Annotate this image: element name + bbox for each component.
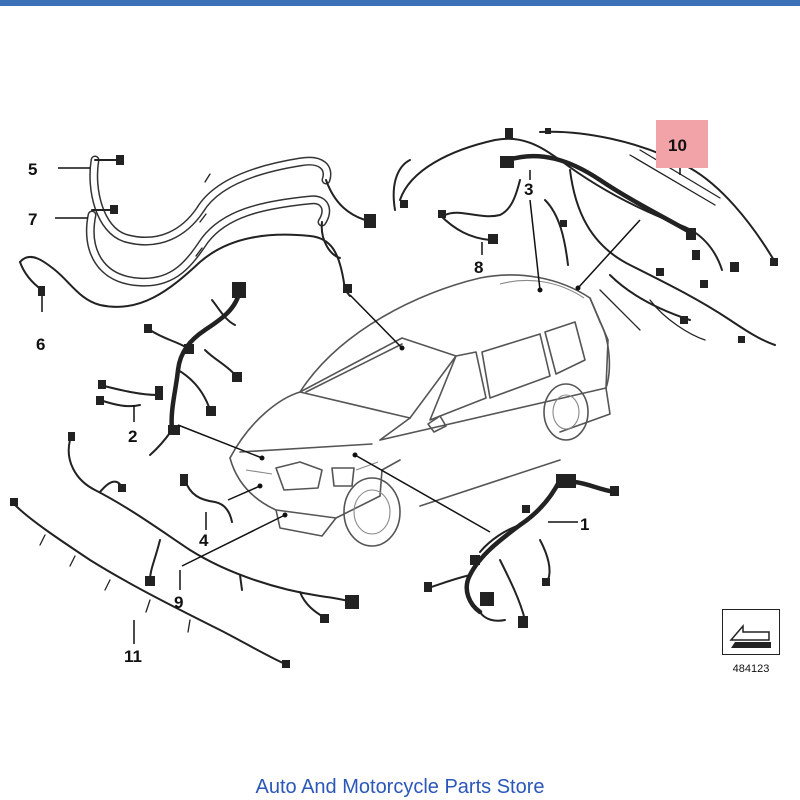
harness-2: [96, 282, 246, 456]
top-accent-bar: [0, 0, 800, 6]
part-label-6: 6: [36, 335, 45, 354]
leader-lines: [41, 155, 681, 644]
harness-5-7-hoses: [19, 155, 376, 308]
store-name-footer: Auto And Motorcycle Parts Store: [255, 776, 545, 798]
part-label-4: 4: [199, 531, 209, 550]
part-label-11: 11: [124, 647, 142, 666]
highlight-box-10: [656, 120, 708, 168]
part-label-5: 5: [28, 160, 37, 179]
harness-9-11: [10, 432, 359, 668]
catalog-box: [722, 609, 780, 655]
car-outline: [229, 274, 611, 547]
harness-1: [424, 474, 619, 628]
part-label-3: 3: [524, 180, 533, 199]
part-label-2: 2: [128, 427, 137, 446]
part-label-10: 10: [668, 136, 687, 155]
part-label-1: 1: [580, 515, 589, 534]
harness-3-8-10: [392, 128, 778, 346]
catalog-number: 484123: [732, 663, 770, 675]
part-label-9: 9: [174, 593, 183, 612]
harness-4: [180, 474, 233, 523]
part-label-7: 7: [28, 210, 37, 229]
arrow-catalog-icon: [729, 623, 771, 648]
part-label-8: 8: [474, 258, 483, 277]
